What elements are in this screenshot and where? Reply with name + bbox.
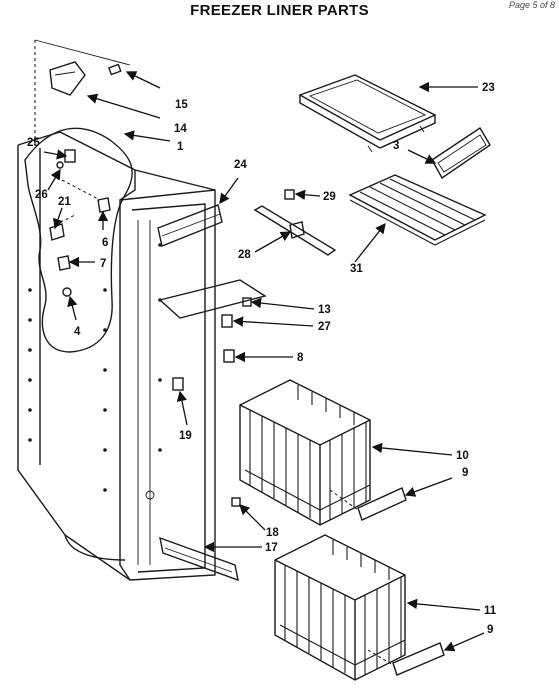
callout-26: 26: [35, 189, 48, 201]
callout-25: 25: [27, 137, 40, 149]
grille-part-17: [159, 536, 239, 582]
control-parts-25-26-21-6-7-4: [49, 149, 111, 297]
callout-9-upper: 9: [462, 467, 468, 479]
vent-part-24: [157, 204, 223, 247]
callout-10: 10: [456, 450, 469, 462]
shelf-part-23: [298, 74, 437, 153]
callout-23: 23: [482, 82, 495, 94]
callout-15: 15: [175, 99, 188, 111]
sensor-plate-13: [158, 279, 267, 328]
basket-handle-part-9-lower: [367, 642, 445, 676]
callout-13: 13: [318, 304, 331, 316]
callout-17: 17: [265, 542, 278, 554]
basket-handle-part-9-upper: [329, 487, 407, 521]
callout-18: 18: [266, 527, 279, 539]
callout-4: 4: [74, 326, 81, 338]
callout-labels: 15 14 1 25 26 21 6 7 4 24 23 3 29 28 31 …: [27, 82, 497, 636]
callout-29: 29: [323, 191, 336, 203]
callout-8: 8: [297, 352, 304, 364]
screw-part-29: [284, 189, 295, 200]
callout-27: 27: [318, 321, 331, 333]
bracket-part-14-15: [49, 61, 122, 96]
callout-28: 28: [238, 249, 251, 261]
callout-21: 21: [58, 196, 71, 208]
basket-part-10: [239, 379, 371, 526]
callout-11: 11: [484, 605, 497, 617]
callout-9-lower: 9: [487, 624, 493, 636]
wire-shelf-part-31: [348, 174, 487, 246]
callout-3: 3: [393, 140, 399, 152]
rail-part-28: [253, 205, 337, 256]
callout-7: 7: [100, 258, 106, 270]
callout-24: 24: [234, 159, 247, 171]
light-socket-part-19: [172, 377, 184, 391]
freezer-liner: [17, 39, 216, 581]
diagram-title: FREEZER LINER PARTS: [190, 2, 369, 19]
callout-1: 1: [177, 141, 184, 153]
clip-part-8: [223, 349, 235, 363]
callout-6: 6: [102, 237, 108, 249]
liner-mounting-holes: [28, 243, 162, 492]
callout-19: 19: [179, 430, 192, 442]
callout-31: 31: [350, 263, 363, 275]
leader-lines: [43, 71, 485, 652]
page-corner-text: Page 5 of 8: [508, 0, 555, 10]
frame-part-3: [431, 127, 491, 180]
screw-part-18: [231, 497, 241, 507]
callout-14: 14: [174, 123, 187, 135]
basket-part-11: [274, 534, 406, 681]
